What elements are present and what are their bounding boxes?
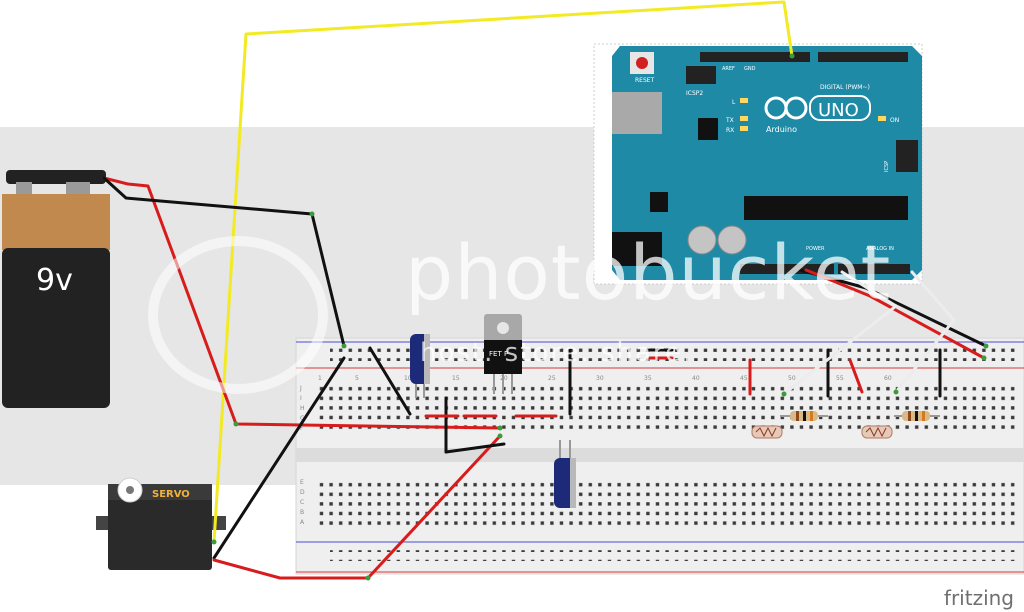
battery-9v: 9v: [2, 170, 110, 408]
icsp-label: ICSP: [884, 161, 890, 172]
power-header: [740, 264, 834, 274]
capacitor-top: [410, 334, 430, 398]
on-label: ON: [890, 117, 899, 124]
resistor-2: [894, 411, 940, 421]
wire-jumper: [444, 442, 506, 454]
icsp2-header: [686, 66, 716, 84]
bb-row-letter: B: [300, 509, 304, 516]
resistor-1: [780, 411, 828, 421]
bb-row-letter: A: [300, 519, 305, 526]
bb-row-letter: E: [300, 479, 304, 486]
atmega-chip: [744, 196, 908, 220]
battery-label: 9v: [36, 263, 73, 298]
bb-col-number: 55: [836, 375, 844, 382]
bb-row-letter: G: [300, 415, 305, 422]
digital-header-a: [700, 52, 810, 62]
wire-jumper: [848, 358, 864, 394]
bb-row-letter: J: [299, 385, 302, 392]
wire-arduino-5v: [804, 268, 986, 360]
wire-analog-a0: [782, 270, 898, 396]
arduino-board: [612, 46, 922, 280]
wire-yellow-signal: [212, 0, 794, 544]
rx-label: RX: [726, 127, 734, 134]
mosfet: FET P: [484, 314, 522, 394]
bb-row-letter: D: [300, 489, 305, 496]
bb-row-letter: F: [300, 425, 304, 432]
wire-battery-positive: [102, 176, 502, 430]
bb-col-number: 15: [452, 375, 460, 382]
servo-label: SERVO: [152, 489, 190, 500]
usb-port: [612, 92, 662, 134]
bb-col-number: 5: [355, 375, 359, 382]
wires: [102, 0, 989, 581]
capacitor-bottom: [554, 440, 576, 508]
bb-col-number: 1: [318, 375, 322, 382]
wire-analog-a1: [894, 270, 956, 394]
icsp2-label: ICSP2: [686, 90, 703, 97]
photoresistor-2: [861, 425, 893, 439]
power-label: POWER: [806, 246, 825, 252]
wire-servo-power: [212, 434, 502, 580]
fritzing-brand: fritzing: [943, 586, 1014, 610]
aref-label: AREF: [722, 66, 735, 72]
tx-label: TX: [725, 117, 734, 124]
bb-col-number: 35: [644, 375, 652, 382]
bb-col-number: 50: [788, 375, 796, 382]
analog-label: ANALOG IN: [866, 246, 894, 252]
bb-col-number: 10: [404, 375, 412, 382]
bb-col-number: 60: [884, 375, 892, 382]
servo-motor: SERVO: [96, 477, 226, 570]
arduino-logo-icon: [764, 96, 808, 120]
regulator: [650, 192, 668, 212]
analog-header: [838, 264, 910, 274]
reset-button[interactable]: [636, 57, 648, 69]
bb-col-number: 45: [740, 375, 748, 382]
bb-col-number: 40: [692, 375, 700, 382]
bb-col-number: 30: [596, 375, 604, 382]
arduino-uno: RESET ICSP2 AREF GND DIGITAL (PWM~) UNO …: [593, 43, 923, 285]
bb-col-number: 25: [548, 375, 556, 382]
bb-row-letter: H: [300, 405, 305, 412]
bb-row-letter: C: [300, 499, 304, 506]
reset-label: RESET: [635, 77, 655, 84]
mosfet-label: FET P: [489, 350, 508, 358]
digital-label: DIGITAL (PWM~): [820, 84, 870, 91]
digital-header-b: [818, 52, 908, 62]
photoresistor-1: [751, 425, 783, 439]
small-chip: [698, 118, 718, 140]
icsp-header: [896, 140, 918, 172]
arduino-maker: Arduino: [766, 125, 797, 134]
wire-battery-negative: [102, 176, 346, 348]
power-jack: [612, 232, 662, 266]
l-led-label: L: [732, 99, 736, 106]
gnd-label: GND: [744, 66, 756, 72]
uno-brand: UNO: [818, 100, 859, 121]
bb-row-letter: I: [300, 395, 302, 402]
wire-jumper: [368, 346, 412, 416]
